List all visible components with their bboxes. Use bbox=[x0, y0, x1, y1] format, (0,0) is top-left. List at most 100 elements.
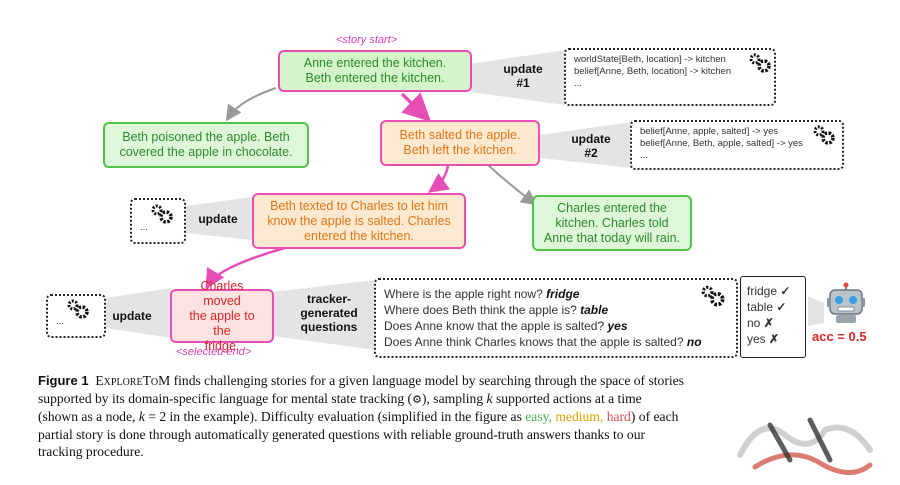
caption-easy: easy, bbox=[525, 409, 552, 424]
accuracy-label: acc = 0.5 bbox=[812, 329, 867, 344]
caption-math: k bbox=[138, 409, 145, 424]
model-answer-text: fridge bbox=[747, 284, 778, 298]
update2-pointer bbox=[540, 122, 632, 168]
question-text: Does Anne think Charles knows that the a… bbox=[384, 335, 684, 349]
update4-pointer bbox=[105, 288, 172, 338]
arrow-root-to-mid bbox=[400, 92, 432, 122]
update-word: update bbox=[571, 132, 611, 146]
question-text: Where does Beth think the apple is? bbox=[384, 303, 577, 317]
robot-icon bbox=[827, 282, 865, 323]
gears-icon bbox=[67, 299, 89, 319]
update1-pointer bbox=[470, 50, 565, 105]
update4-label: update bbox=[112, 309, 152, 323]
update-word: update bbox=[503, 62, 543, 76]
node-text: Beth texted to Charles to let him bbox=[270, 198, 448, 213]
questions-box: Where is the apple right now? fridge Whe… bbox=[374, 278, 738, 358]
arrow-mid-to-right bbox=[487, 164, 538, 206]
caption-line: partial story is done through automatica… bbox=[38, 426, 646, 442]
update2-state-box: belief[Anne, apple, salted] -> yes belie… bbox=[630, 120, 844, 170]
state-line: ... bbox=[640, 150, 648, 161]
state-line: ... bbox=[140, 222, 148, 233]
node-text: kitchen. Charles told bbox=[555, 215, 669, 230]
answer-text: no bbox=[686, 335, 702, 349]
node-text: Beth poisoned the apple. Beth bbox=[122, 130, 290, 144]
caption-line: (shown as a node, k = 2 in the example).… bbox=[38, 408, 888, 426]
tracker-label-line: generated bbox=[300, 306, 358, 320]
caption-text: ), sampling bbox=[421, 390, 484, 406]
state-line: belief[Anne, Beth, location] -> kitchen bbox=[574, 66, 732, 77]
model-answer-row: fridge ✓ bbox=[747, 283, 799, 299]
update3-pointer bbox=[186, 197, 252, 240]
node-text: the apple to the bbox=[189, 308, 255, 338]
gears-icon bbox=[151, 204, 173, 224]
update-number: #1 bbox=[516, 76, 530, 90]
caption-text: finds challenging stories for a given la… bbox=[173, 373, 684, 388]
state-line: worldState[Beth, location] -> kitchen bbox=[574, 54, 726, 65]
story-node-mid: Beth salted the apple.Beth left the kitc… bbox=[380, 120, 540, 166]
system-name: ExploreToM bbox=[95, 373, 171, 388]
model-answer-row: no ✗ bbox=[747, 315, 799, 331]
node-text: Beth salted the apple. bbox=[399, 128, 521, 142]
model-answer-text: table bbox=[747, 300, 774, 314]
node-text: entered the kitchen. bbox=[304, 228, 414, 243]
model-answer-text: yes bbox=[747, 332, 766, 346]
update3-label: update bbox=[198, 212, 238, 226]
node-text: Charles moved bbox=[200, 278, 244, 308]
cross-icon: ✗ bbox=[763, 316, 774, 330]
story-node-root: Anne entered the kitchen.Beth entered th… bbox=[278, 50, 472, 92]
node-text: Beth left the kitchen. bbox=[403, 143, 517, 157]
caption-hard: hard bbox=[606, 409, 631, 424]
caption-medium: medium, bbox=[555, 409, 604, 424]
node-text: fridge. bbox=[204, 338, 240, 353]
caption-line: Figure 1 ExploreToM finds challenging st… bbox=[38, 372, 888, 390]
gears-icon bbox=[701, 285, 725, 307]
tracker-label-line: tracker- bbox=[306, 292, 352, 306]
gears-icon bbox=[813, 125, 835, 145]
tracker-questions-label: tracker- generated questions bbox=[286, 292, 372, 334]
cross-icon: ✗ bbox=[769, 332, 780, 346]
answers-pointer bbox=[808, 296, 824, 326]
story-start-label: <story start> bbox=[336, 34, 398, 46]
answer-text: fridge bbox=[546, 287, 580, 301]
arrow-texted-to-final bbox=[205, 243, 297, 290]
caption-text: ) of each bbox=[630, 409, 679, 424]
model-answer-text: no bbox=[747, 316, 761, 330]
answer-text: table bbox=[580, 303, 609, 317]
node-text: Charles entered the bbox=[557, 200, 667, 215]
update2-label: update #2 bbox=[558, 132, 624, 160]
question-row: Does Anne know that the apple is salted?… bbox=[384, 318, 728, 334]
question-row: Where is the apple right now? fridge bbox=[384, 286, 728, 302]
update1-label: update #1 bbox=[490, 62, 556, 90]
update-number: #2 bbox=[584, 146, 598, 160]
tracker-pointer bbox=[272, 280, 376, 350]
gears-icon bbox=[749, 53, 771, 73]
arrow-root-to-left bbox=[225, 87, 277, 122]
state-line: ... bbox=[574, 78, 582, 89]
caption-label: Figure 1 bbox=[38, 373, 89, 388]
update1-state-box: worldState[Beth, location] -> kitchen be… bbox=[564, 48, 776, 106]
caption-line: supported by its domain-specific languag… bbox=[38, 390, 888, 409]
figure-caption: Figure 1 ExploreToM finds challenging st… bbox=[38, 372, 888, 461]
node-text: know the apple is salted. Charles bbox=[267, 213, 451, 228]
node-text: Beth entered the kitchen. bbox=[305, 71, 445, 85]
state-line: belief[Anne, apple, salted] -> yes bbox=[640, 126, 779, 137]
caption-math: k bbox=[486, 390, 493, 406]
check-icon: ✓ bbox=[776, 300, 787, 314]
answer-text: yes bbox=[607, 319, 628, 333]
node-text: Anne entered the kitchen. bbox=[303, 56, 447, 70]
caption-line: tracking procedure. bbox=[38, 444, 144, 459]
check-icon: ✓ bbox=[780, 284, 791, 298]
question-text: Does Anne know that the apple is salted? bbox=[384, 319, 605, 333]
state-line: ... bbox=[56, 316, 64, 327]
question-text: Where is the apple right now? bbox=[384, 287, 543, 301]
caption-text: (shown as a node, bbox=[38, 409, 136, 424]
caption-text: = 2 in the example). Difficulty evaluati… bbox=[148, 409, 522, 424]
model-answer-row: yes ✗ bbox=[747, 331, 799, 347]
gears-icon: ⚙ bbox=[412, 392, 422, 406]
node-text: Anne that today will rain. bbox=[543, 230, 681, 245]
state-line: belief[Anne, Beth, apple, salted] -> yes bbox=[640, 138, 803, 149]
selected-end-label: <selected end> bbox=[176, 346, 252, 358]
